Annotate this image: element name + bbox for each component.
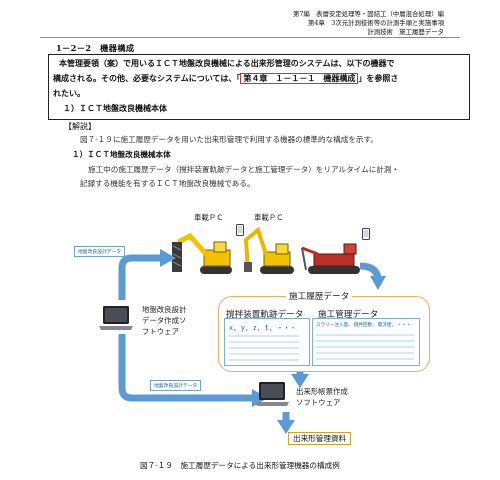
design-data-tag-bottom: 地盤改良設計データ — [150, 380, 202, 391]
onboard-pc-label-1: 車載ＰＣ — [194, 213, 224, 222]
onboard-pc-label-2: 車載ＰＣ — [254, 213, 284, 222]
trajectory-values: x, y, z, t, ・・・ — [229, 324, 297, 332]
form-software-line: 出来形帳票作成 — [296, 387, 348, 396]
chapter-reference-link[interactable]: 第４章 １－１－１ 機器構成 — [240, 73, 359, 84]
requirement-line-3: れたい。 — [53, 89, 85, 98]
construction-history-title: 施工履歴データ — [286, 290, 353, 302]
management-data-title: 施工管理データ — [318, 310, 379, 320]
header-line-2: 第4章 3次元計測技術等の計測手順と実施事項 — [308, 19, 444, 27]
ground-improvement-machine-1-icon — [172, 232, 232, 274]
laptop-icon — [99, 306, 133, 330]
requirement-item-1: １）ＩＣＴ地盤改良機械本体 — [63, 104, 167, 113]
data-lines-icon — [316, 334, 414, 360]
design-software-label: 地盤改良設計 データ作成ソ フトウェア — [142, 304, 186, 337]
explanation-para-1: 図７-１９に施工履歴データを用いた出来形管理で利用する機器の標準的な構成を示す。 — [80, 135, 378, 144]
design-software-line: データ作成ソ — [142, 316, 187, 325]
management-values: スラリー注入量, 撹拌回数, 電流値, ・・・ — [316, 323, 411, 328]
section-title: 機器構成 — [100, 43, 135, 53]
as-built-documents-box: 出来形管理資料 — [288, 432, 352, 445]
form-software-line: ソフトウェア — [296, 398, 341, 407]
figure-caption: 図７-１９ 施工履歴データによる出来形管理機器の構成例 — [140, 461, 340, 470]
section-number: 1－2－2 — [56, 43, 92, 53]
management-data-box: スラリー注入量, 撹拌回数, 電流値, ・・・ — [312, 318, 420, 366]
explanation-para-2-line-2: 記録する機能を有するＩＣＴ地盤改良機械である。 — [80, 179, 255, 188]
design-software-line: フトウェア — [142, 327, 179, 336]
trajectory-data-title: 撹拌装置軌跡データ — [226, 310, 304, 320]
requirement-box: 本管理要領（案）で用いるＩＣＴ地盤改良機械による出来形管理のシステムは、以下の機… — [48, 54, 470, 120]
explanation-sub-1: １）ＩＣＴ地盤改良機械本体 — [72, 150, 171, 159]
explanation-para-2-line-1: 施工中の施工履歴データ（撹拌装置軌跡データと施工管理データ）をリアルタイムに計測… — [88, 165, 400, 174]
header-rule — [40, 37, 460, 38]
laptop-icon — [255, 382, 289, 406]
requirement-line-1: 本管理要領（案）で用いるＩＣＴ地盤改良機械による出来形管理のシステムは、以下の機… — [59, 59, 395, 68]
design-data-tag-top: 地盤改良設計データ — [74, 246, 126, 257]
requirement-line-2: 構成される。その他、必要なシステムについては、「第４章 １－１－１ 機器構成」を… — [53, 71, 398, 86]
data-lines-icon — [229, 335, 299, 361]
tablet-icon — [236, 224, 244, 236]
requirement-line-2-text: 構成される。その他、必要なシステムについては、「 — [53, 74, 241, 83]
section-heading: 1－2－2 機器構成 — [56, 42, 134, 54]
header-line-3: 計測技術 施工履歴データ — [367, 28, 444, 36]
form-software-label: 出来形帳票作成 ソフトウェア — [296, 386, 348, 408]
header-line-1: 第7編 表層安定処理等・固結工（中層混合処理）編 — [292, 10, 444, 18]
explanation-label: 【解説】 — [64, 122, 96, 131]
design-software-line: 地盤改良設計 — [142, 305, 187, 314]
ground-improvement-machine-3-icon — [301, 243, 360, 274]
trajectory-data-box: x, y, z, t, ・・・ — [224, 318, 310, 366]
requirement-line-2-tail: 」を参照さ — [358, 74, 399, 83]
tablet-icon — [362, 228, 370, 240]
ground-improvement-machine-2-icon — [243, 226, 294, 274]
